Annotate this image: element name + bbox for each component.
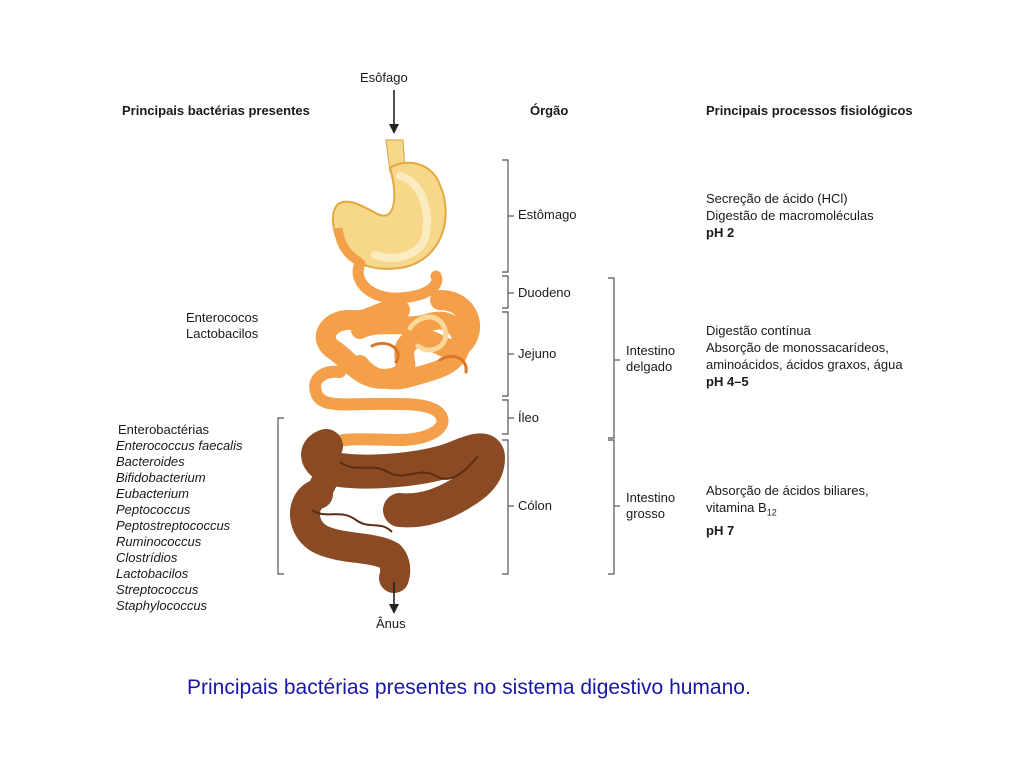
colon bbox=[290, 429, 506, 593]
ph-small-intestine: pH 4–5 bbox=[706, 374, 749, 389]
small-intestine bbox=[309, 290, 480, 452]
processes-stomach: Secreção de ácido (HCl) Digestão de macr… bbox=[706, 190, 874, 241]
bacteria-header: Principais bactérias presentes bbox=[122, 103, 310, 118]
processes-large-intestine: Absorção de ácidos biliares, vitamina B1… bbox=[706, 482, 869, 539]
stomach-inner bbox=[371, 172, 432, 262]
esophagus-label: Esôfago bbox=[360, 70, 408, 85]
bacteria-item: Bifidobacterium bbox=[116, 470, 206, 485]
organ-colon: Cólon bbox=[518, 498, 552, 513]
bacteria-large-intestine: Enterobactérias Enterococcus faecalis Ba… bbox=[116, 422, 243, 614]
region-large-line-2: grosso bbox=[626, 506, 666, 521]
bacteria-item: Lactobacilos bbox=[186, 326, 259, 341]
bacteria-small-intestine: Enterococos Lactobacilos bbox=[186, 310, 258, 342]
region-small-intestine: Intestino delgado bbox=[626, 343, 675, 375]
process-line: Absorção de monossacarídeos, bbox=[706, 340, 889, 355]
process-line: Absorção de ácidos biliares, bbox=[706, 483, 869, 498]
process-line: Secreção de ácido (HCl) bbox=[706, 191, 848, 206]
esophagus-arrow bbox=[389, 90, 399, 134]
bacteria-item: Streptococcus bbox=[116, 582, 199, 597]
ph-stomach: pH 2 bbox=[706, 225, 735, 240]
processes-header: Principais processos fisiológicos bbox=[706, 103, 913, 118]
organ-stomach: Estômago bbox=[518, 207, 577, 222]
organ-duodenum: Duodeno bbox=[518, 285, 571, 300]
region-brackets bbox=[608, 277, 620, 575]
processes-small-intestine: Digestão contínua Absorção de monossacar… bbox=[706, 322, 903, 390]
vitamin-b: B bbox=[758, 500, 767, 515]
ph-large-intestine: pH 7 bbox=[706, 522, 735, 538]
bacteria-item: Peptococcus bbox=[116, 502, 191, 517]
bacteria-item: Staphylococcus bbox=[116, 598, 208, 613]
anus-arrow bbox=[389, 582, 399, 614]
vitamin-subscript: 12 bbox=[766, 507, 777, 518]
bacteria-item: Peptostreptococcus bbox=[116, 518, 231, 533]
process-line: aminoácidos, ácidos graxos, água bbox=[706, 357, 903, 372]
bacteria-item: Bacteroides bbox=[116, 454, 185, 469]
bacteria-item: Enterococos bbox=[186, 310, 259, 325]
bacteria-item: Ruminococcus bbox=[116, 534, 202, 549]
process-line-vitamin: vitamina B12 bbox=[706, 499, 869, 522]
figure-caption: Principais bactérias presentes no sistem… bbox=[187, 676, 751, 699]
process-line: Digestão de macromoléculas bbox=[706, 208, 874, 223]
bacteria-item: Lactobacilos bbox=[116, 566, 189, 581]
duodenum bbox=[352, 258, 443, 304]
region-small-line-2: delgado bbox=[626, 359, 673, 374]
organ-header: Órgão bbox=[530, 103, 569, 118]
bacteria-item: Enterococcus faecalis bbox=[116, 438, 243, 453]
process-line: Digestão contínua bbox=[706, 323, 811, 338]
anus-label: Ânus bbox=[376, 616, 406, 631]
region-small-line-1: Intestino bbox=[626, 343, 676, 358]
region-large-line-1: Intestino bbox=[626, 490, 676, 505]
bacteria-large-header: Enterobactérias bbox=[118, 422, 210, 437]
vitamin-text: vitamina bbox=[706, 500, 755, 515]
bacteria-bracket bbox=[277, 417, 284, 575]
organ-ileum: Íleo bbox=[518, 410, 539, 425]
organ-jejunum: Jejuno bbox=[518, 346, 557, 361]
organ-brackets bbox=[502, 159, 514, 575]
region-large-intestine: Intestino grosso bbox=[626, 490, 675, 522]
bacteria-item: Eubacterium bbox=[116, 486, 189, 501]
bacteria-item: Clostrídios bbox=[116, 550, 178, 565]
